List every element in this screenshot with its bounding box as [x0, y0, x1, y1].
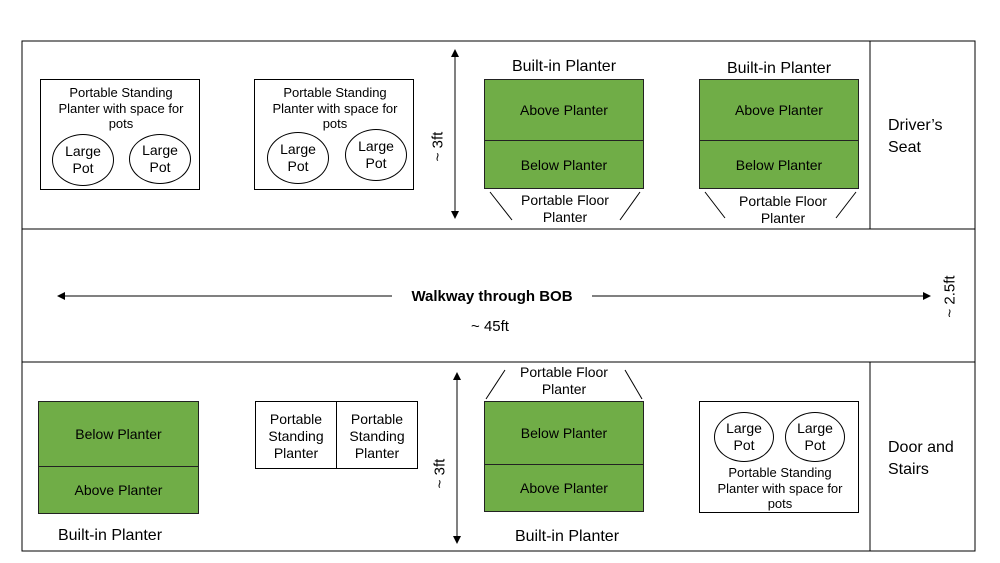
portable-floor-planter: Portable Floor Planter	[739, 193, 827, 226]
below-planter: Below Planter	[735, 156, 823, 173]
planter-divider	[336, 402, 337, 468]
planter-label: Portable Standing Planter	[349, 411, 405, 461]
above-planter: Above Planter	[520, 480, 608, 496]
portable-standing-planter-3: Large Pot Large Pot Portable Standing Pl…	[699, 401, 859, 513]
above-planter: Above Planter	[74, 482, 163, 498]
below-planter: Below Planter	[485, 402, 643, 465]
portable-standing-planter-2: Portable Standing Planter with space for…	[254, 79, 414, 190]
large-pot: Large Pot	[267, 132, 329, 184]
built-in-planter-title: Built-in Planter	[57, 527, 163, 544]
large-pot: Large Pot	[785, 412, 845, 462]
bus-outline	[21, 40, 976, 552]
portable-floor-planter: Portable Floor Planter	[520, 364, 608, 397]
height-label-top: ~ 3ft	[429, 131, 447, 162]
floor-planter-line	[704, 191, 726, 219]
length-label: ~ 45ft	[471, 318, 509, 335]
door-stairs-label: Door and Stairs	[888, 439, 954, 479]
floor-planter-line	[624, 369, 643, 400]
walkway-label: Walkway through BOB	[411, 288, 573, 305]
planter-label: Portable Standing Planter with space for…	[717, 465, 843, 512]
below-planter: Below Planter	[520, 156, 608, 173]
built-in-planter-title: Built-in Planter	[511, 58, 617, 75]
built-in-planter-title: Built-in Planter	[726, 60, 832, 77]
built-in-planter-top-1: Above Planter Below Planter	[484, 79, 644, 189]
built-in-planter-title: Built-in Planter	[514, 528, 620, 545]
floor-planter-line	[489, 191, 513, 221]
floor-planter-line	[835, 191, 857, 219]
built-in-planter-top-2: Above Planter Below Planter	[699, 79, 859, 189]
drivers-seat-label: Driver’s Seat	[888, 117, 943, 157]
floor-planter-line	[485, 369, 506, 400]
portable-standing-planter-pair: Portable Standing Planter Portable Stand…	[255, 401, 418, 469]
floor-planter-line	[619, 191, 641, 221]
large-pot: Large Pot	[345, 129, 407, 181]
portable-floor-planter: Portable Floor Planter	[521, 192, 609, 225]
height-label-bottom: ~ 3ft	[431, 458, 449, 489]
built-in-planter-bottom-2: Below Planter Above Planter	[484, 401, 644, 512]
planter-label: Portable Standing Planter with space for…	[58, 85, 184, 132]
above-planter: Above Planter	[485, 80, 643, 141]
below-planter: Below Planter	[39, 402, 198, 467]
large-pot: Large Pot	[52, 134, 114, 186]
above-planter: Above Planter	[700, 80, 858, 141]
planter-label: Portable Standing Planter	[268, 411, 324, 461]
large-pot: Large Pot	[129, 134, 191, 184]
planter-label: Portable Standing Planter with space for…	[272, 85, 398, 132]
large-pot: Large Pot	[714, 412, 774, 462]
width-label: ~ 2.5ft	[941, 275, 959, 318]
built-in-planter-bottom-1: Below Planter Above Planter	[38, 401, 199, 514]
portable-standing-planter-1: Portable Standing Planter with space for…	[40, 79, 200, 190]
